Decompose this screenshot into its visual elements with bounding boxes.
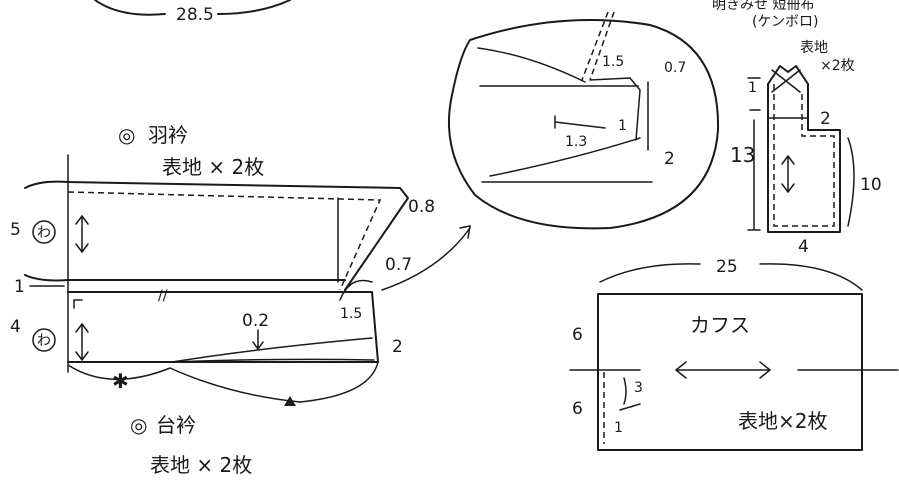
daieri-fold-circle <box>32 328 56 352</box>
daieri-fold-mark: わ <box>37 333 51 349</box>
kenboro-dim-10: 10 <box>860 175 882 195</box>
cuffs-title: カフス <box>690 313 750 337</box>
hash-mark: // <box>158 288 168 304</box>
grain-arrow-icon <box>781 154 795 194</box>
daieri-fabric: 表地 × 2枚 <box>150 453 252 477</box>
zoom-diagonal <box>489 137 641 177</box>
grain-arrow-icon <box>75 322 89 362</box>
kenboro-fabric-line1: 表地 <box>800 40 828 56</box>
length-arcs <box>67 361 379 403</box>
daieri-curve <box>171 337 373 363</box>
zoom-dim-13: 1.3 <box>565 134 587 150</box>
zoom-arrow <box>381 227 471 291</box>
cuffs-dim-6-top: 6 <box>572 325 583 345</box>
daieri-dim-2: 2 <box>392 337 403 357</box>
cuffs-fabric: 表地×2枚 <box>738 409 827 433</box>
daieri-dim-width: 4 <box>10 317 21 337</box>
haeri-seam-line <box>67 191 382 291</box>
zoom-bubble <box>447 19 720 230</box>
down-arrow-icon <box>252 329 264 351</box>
kenboro-outline <box>767 65 841 233</box>
zoom-arrow-head-icon <box>459 225 471 239</box>
zoom-dim-1: 1 <box>618 118 627 134</box>
triangle-mark-icon <box>284 396 296 406</box>
daieri-gap: 1 <box>14 277 25 297</box>
haeri-fold-circle <box>32 220 56 244</box>
top-curve <box>94 0 291 16</box>
haeri-outline <box>24 180 409 291</box>
zoom-dim-15: 1.5 <box>602 54 624 70</box>
cuffs-dim-3: 3 <box>634 380 643 396</box>
kenboro-seam <box>773 84 835 227</box>
zoom-curve <box>477 47 586 83</box>
kenboro-dim-1: 1 <box>748 80 757 96</box>
cuffs-dim-25: 25 <box>716 257 738 277</box>
cuffs-dim-6-bottom: 6 <box>572 399 583 419</box>
zoom-dim-2: 2 <box>664 149 675 169</box>
daieri-outline <box>67 291 379 363</box>
haeri-title-mark: ◎ <box>118 123 135 147</box>
kenboro-title-line2: (ケンボロ) <box>752 14 819 30</box>
kenboro-dim-4: 4 <box>798 237 809 257</box>
zoom-measure-bar <box>554 115 606 129</box>
kenboro-dim-2: 2 <box>820 109 831 129</box>
haeri-fold-mark: わ <box>37 225 51 241</box>
daieri-dim-15: 1.5 <box>340 306 362 322</box>
zoom-dashed <box>581 11 615 81</box>
cuffs-top-curve <box>599 263 863 291</box>
daieri-dim-07: 0.7 <box>385 255 412 275</box>
cuffs-outline <box>597 293 863 451</box>
kenboro-dim-ticks <box>747 77 761 231</box>
kenboro-dim-13: 13 <box>730 143 755 167</box>
haeri-tip-offset: 0.8 <box>408 197 435 217</box>
haeri-dim-width: 5 <box>10 220 21 240</box>
grain-arrow-icon <box>674 361 772 379</box>
kenboro-title-line1: 明きみせ 短冊布 <box>712 0 814 13</box>
kenboro-cross <box>771 69 801 93</box>
grain-arrow-icon <box>75 214 89 254</box>
daieri-title: 台衿 <box>156 413 196 437</box>
daieri-dim-02: 0.2 <box>242 311 269 331</box>
kenboro-dim-curve <box>847 137 855 227</box>
zoom-corner <box>589 77 641 141</box>
corner-mark <box>73 299 83 309</box>
kenboro-fabric-line2: ×2枚 <box>820 58 855 74</box>
star-mark-icon: ✱ <box>112 369 129 393</box>
zoom-dim-07: 0.7 <box>664 60 686 76</box>
haeri-fabric: 表地 × 2枚 <box>162 155 264 179</box>
callout-curve <box>339 279 373 301</box>
cuffs-small-curve <box>619 377 641 411</box>
haeri-title: 羽衿 <box>148 123 188 147</box>
daieri-curve-2 <box>171 358 375 363</box>
top-measure: 28.5 <box>176 5 214 25</box>
daieri-title-mark: ◎ <box>130 413 147 437</box>
cuffs-dim-1: 1 <box>614 420 623 436</box>
